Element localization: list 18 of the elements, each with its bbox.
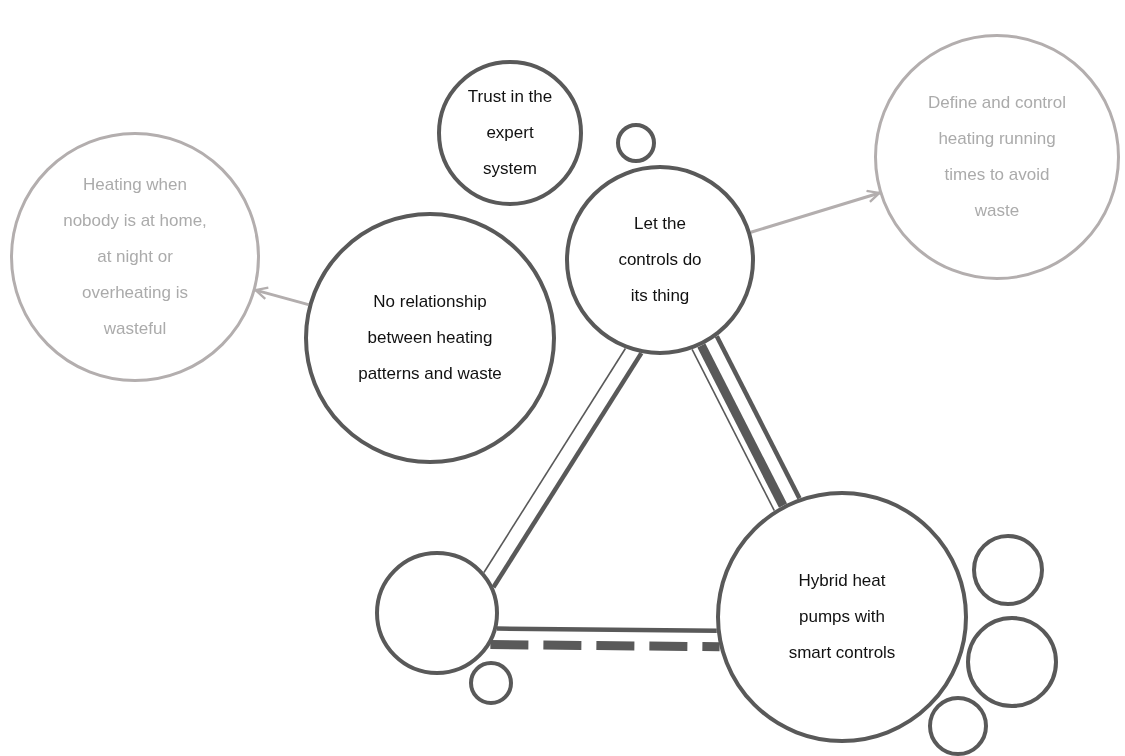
node-text: No relationship between heating patterns and waste (357, 291, 503, 385)
connector-line (497, 626, 717, 633)
node-text: Trust in the expert system (467, 86, 553, 180)
node-text: Heating when nobody is at home, at night or overheating is wasteful (62, 174, 208, 340)
empty-circle (469, 661, 513, 705)
node-text: Let the controls do its thing (617, 213, 703, 307)
empty-circle (616, 123, 656, 163)
arrow (254, 286, 309, 307)
connector-line (491, 351, 644, 589)
node-text: Hybrid heat pumps with smart controls (787, 570, 897, 664)
connector-line (483, 347, 627, 574)
arrow (750, 189, 881, 234)
connector-line (490, 640, 720, 652)
empty-circle (928, 696, 988, 756)
connector-line (714, 335, 802, 500)
connector-line (691, 348, 776, 512)
node-text: Define and control heating running times to avoid waste (927, 92, 1067, 222)
connector-line (697, 343, 787, 508)
